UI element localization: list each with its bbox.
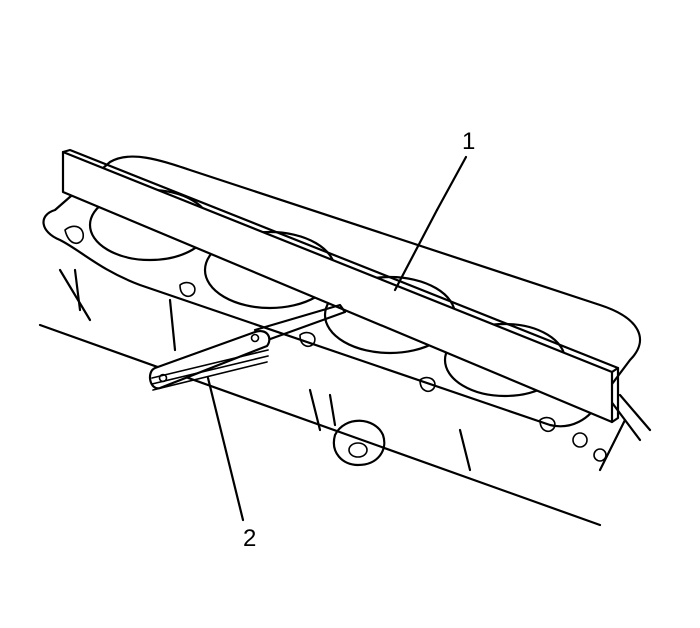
- straightedge: [61, 148, 620, 424]
- callout-1: 1: [462, 128, 476, 155]
- leader-line-1: [435, 155, 468, 212]
- feeler-gauge: [148, 303, 347, 391]
- leader-line-2: [206, 376, 245, 522]
- callout-2: 2: [243, 525, 257, 552]
- engine-block: [38, 155, 652, 527]
